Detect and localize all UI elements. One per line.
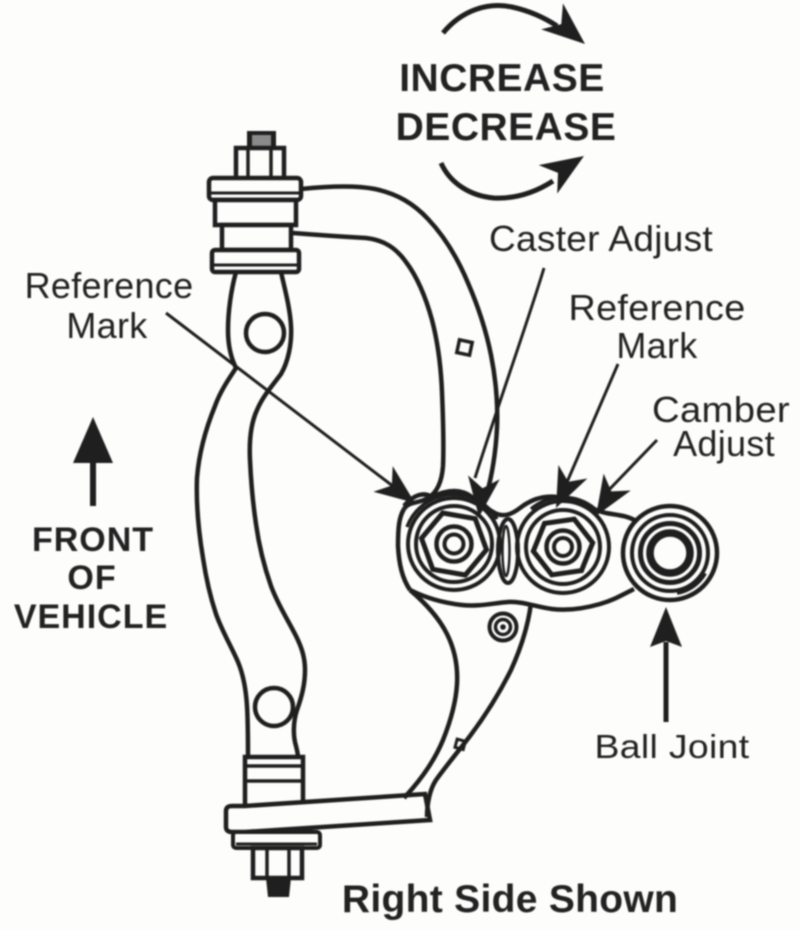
svg-text:Reference: Reference xyxy=(25,265,194,306)
lower-eye-hole xyxy=(252,685,296,729)
ball-joint-arrow xyxy=(650,607,682,722)
svg-text:FRONT: FRONT xyxy=(32,521,154,559)
svg-text:Camber: Camber xyxy=(652,389,790,430)
leader-reference-mark-left xyxy=(165,311,415,503)
svg-text:Adjust: Adjust xyxy=(673,423,775,464)
decrease-label: DECREASE xyxy=(396,106,617,149)
increase-label: INCREASE xyxy=(399,57,605,100)
ball-joint-label: Ball Joint xyxy=(595,728,750,765)
body-detail-square xyxy=(453,737,468,752)
decrease-rotation-arrow-icon xyxy=(438,156,584,201)
bottom-pivot-bushing xyxy=(223,754,433,897)
leader-reference-mark-right xyxy=(556,363,620,508)
reference-mark-left-label: Reference Mark xyxy=(25,265,194,346)
svg-text:Reference: Reference xyxy=(569,287,746,328)
camber-adjust-label: Camber Adjust xyxy=(652,389,790,464)
arm-upper-band xyxy=(292,184,500,511)
ball-joint-rings xyxy=(620,503,720,603)
svg-text:VEHICLE: VEHICLE xyxy=(14,598,168,636)
svg-text:Mark: Mark xyxy=(66,305,148,346)
top-pivot-bushing xyxy=(206,131,304,275)
svg-text:Mark: Mark xyxy=(616,325,698,366)
caster-cam-bolt xyxy=(406,496,502,592)
reference-mark-right-label: Reference Mark xyxy=(569,287,746,366)
caster-adjust-label: Caster Adjust xyxy=(489,218,713,259)
band-detail-square xyxy=(454,337,475,358)
caption-right-side-shown: Right Side Shown xyxy=(342,878,678,921)
arm-rivet xyxy=(487,611,519,643)
increase-rotation-arrow-icon xyxy=(441,3,585,44)
front-of-vehicle-label: FRONT OF VEHICLE xyxy=(14,521,168,636)
arm-lower-body xyxy=(402,588,534,818)
front-of-vehicle-arrow xyxy=(73,417,113,506)
leader-caster-adjust xyxy=(467,267,546,517)
leader-camber-adjust xyxy=(596,438,659,516)
upper-eye-hole xyxy=(243,311,287,355)
svg-text:OF: OF xyxy=(67,559,116,597)
camber-cam-bolt xyxy=(515,499,611,595)
arm-vertical-shaft xyxy=(194,271,308,758)
